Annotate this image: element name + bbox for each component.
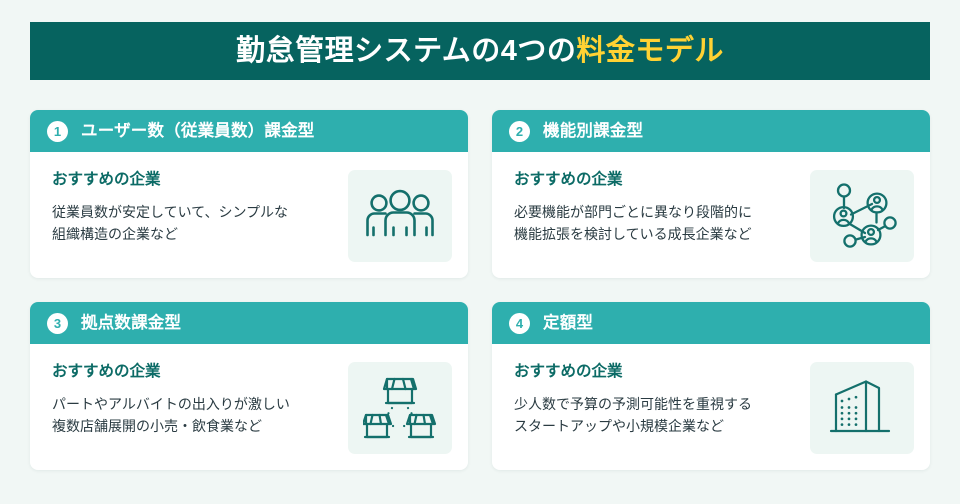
icon-box-2 <box>810 170 914 262</box>
recommended-description-4: 少人数で予算の予測可能性を重視する スタートアップや小規模企業など <box>514 395 752 435</box>
icon-box-1 <box>348 170 452 262</box>
recommended-description-3: パートやアルバイトの出入りが激しい 複数店舗展開の小売・飲食業など <box>52 395 290 435</box>
card-number-badge-1: 1 <box>47 120 68 142</box>
icon-box-3 <box>348 362 452 454</box>
multiple-stores-icon <box>363 374 437 442</box>
pricing-model-card-1[interactable]: 1 ユーザー数（従業員数）課金型 おすすめの企業 従業員数が安定していて、シンプ… <box>30 110 468 278</box>
card-header-3: 3 拠点数課金型 <box>30 302 468 344</box>
page-title: 勤怠管理システムの4つの料金モデル <box>236 34 724 67</box>
pricing-model-card-3[interactable]: 3 拠点数課金型 おすすめの企業 パートやアルバイトの出入りが激しい 複数店舗展… <box>30 302 468 470</box>
page-title-accent: 料金モデル <box>576 34 724 67</box>
pricing-model-card-4[interactable]: 4 定額型 おすすめの企業 少人数で予算の予測可能性を重視する スタートアップや… <box>492 302 930 470</box>
card-number-badge-2: 2 <box>509 120 530 142</box>
pricing-model-card-2[interactable]: 2 機能別課金型 おすすめの企業 必要機能が部門ごとに異なり段階的に 機能拡張を… <box>492 110 930 278</box>
card-title-1: ユーザー数（従業員数）課金型 <box>81 121 315 140</box>
card-body-4: おすすめの企業 少人数で予算の予測可能性を重視する スタートアップや小規模企業な… <box>492 344 930 470</box>
card-text-column-1: おすすめの企業 従業員数が安定していて、シンプルな 組織構造の企業など <box>52 170 340 246</box>
card-number-badge-3: 3 <box>47 312 68 334</box>
recommended-label-2: おすすめの企業 <box>514 171 623 188</box>
card-body-3: おすすめの企業 パートやアルバイトの出入りが激しい 複数店舗展開の小売・飲食業な… <box>30 344 468 470</box>
card-text-column-4: おすすめの企業 少人数で予算の予測可能性を重視する スタートアップや小規模企業な… <box>514 362 802 438</box>
icon-box-4 <box>810 362 914 454</box>
three-people-icon <box>364 188 436 244</box>
recommended-label-1: おすすめの企業 <box>52 171 161 188</box>
card-title-3: 拠点数課金型 <box>81 313 182 332</box>
card-number-badge-4: 4 <box>509 312 530 334</box>
network-nodes-icon <box>827 183 897 249</box>
card-body-1: おすすめの企業 従業員数が安定していて、シンプルな 組織構造の企業など <box>30 152 468 278</box>
card-header-4: 4 定額型 <box>492 302 930 344</box>
card-title-2: 機能別課金型 <box>543 121 644 140</box>
pricing-model-card-grid: 1 ユーザー数（従業員数）課金型 おすすめの企業 従業員数が安定していて、シンプ… <box>30 110 930 470</box>
card-header-2: 2 機能別課金型 <box>492 110 930 152</box>
office-building-icon <box>829 377 895 439</box>
card-body-2: おすすめの企業 必要機能が部門ごとに異なり段階的に 機能拡張を検討している成長企… <box>492 152 930 278</box>
card-title-4: 定額型 <box>543 313 594 332</box>
recommended-label-3: おすすめの企業 <box>52 363 161 380</box>
card-text-column-3: おすすめの企業 パートやアルバイトの出入りが激しい 複数店舗展開の小売・飲食業な… <box>52 362 340 438</box>
recommended-description-2: 必要機能が部門ごとに異なり段階的に 機能拡張を検討している成長企業など <box>514 203 752 243</box>
card-header-1: 1 ユーザー数（従業員数）課金型 <box>30 110 468 152</box>
card-text-column-2: おすすめの企業 必要機能が部門ごとに異なり段階的に 機能拡張を検討している成長企… <box>514 170 802 246</box>
recommended-label-4: おすすめの企業 <box>514 363 623 380</box>
recommended-description-1: 従業員数が安定していて、シンプルな 組織構造の企業など <box>52 203 289 243</box>
title-banner: 勤怠管理システムの4つの料金モデル <box>30 22 930 80</box>
page-title-plain: 勤怠管理システムの4つの <box>236 34 577 67</box>
